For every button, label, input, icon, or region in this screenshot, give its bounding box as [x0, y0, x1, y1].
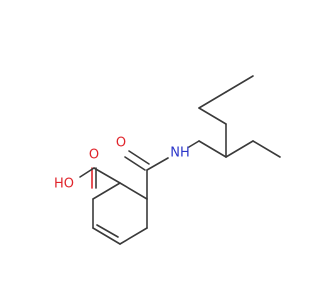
bond-butyl-c2-c3 — [198, 91, 227, 109]
bond-amide-c-o-double-a — [124, 156, 146, 171]
ring-bond-c1-c2 — [119, 182, 148, 200]
amide-oxygen-label: O — [116, 136, 126, 151]
ring-bond-c3-c4 — [119, 227, 148, 245]
ethylhexyl-chain — [188, 75, 281, 158]
acid-carbonyl-oxygen-label: O — [89, 148, 99, 163]
bond-butyl-c3-c4 — [225, 75, 254, 93]
cyclohexene-ring — [92, 182, 148, 245]
bond-butyl-c1-c2 — [198, 107, 227, 125]
bond-ethyl-ch3 — [252, 140, 281, 158]
bond-ch2-ch — [198, 140, 227, 158]
bond-amide-c-o-double-b — [128, 150, 150, 165]
bond-ring-to-acid-carbon — [93, 167, 121, 184]
ring-bond-c4-c5-double — [96, 224, 119, 238]
carboxylic-acid-group — [79, 167, 121, 189]
ring-bond-c4-c5 — [92, 227, 121, 245]
acid-hydroxyl-label: HO — [54, 177, 74, 192]
bond-ch-ethyl-ch2 — [225, 140, 254, 158]
amide-group — [124, 150, 169, 200]
molecule-svg: O NH O HO — [54, 75, 281, 245]
ring-bond-c6-c1 — [92, 182, 121, 200]
structure-diagram: O NH O HO — [54, 75, 281, 245]
bond-acid-c-oh — [79, 167, 95, 178]
bond-n-ch2 — [188, 140, 200, 148]
amide-nitrogen-label: NH — [170, 146, 190, 161]
bond-amide-c-n — [146, 157, 169, 171]
